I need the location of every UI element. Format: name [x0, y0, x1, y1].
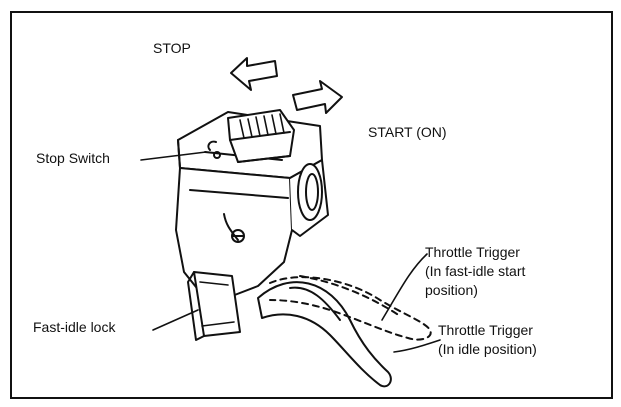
label-fast-idle-lock: Fast-idle lock [33, 319, 116, 335]
label-line: Throttle Trigger [438, 322, 533, 338]
arrow-stop-icon [230, 57, 278, 91]
label-throttle-trigger-idle: Throttle Trigger (In idle position) [438, 321, 537, 359]
label-throttle-trigger-fast-idle: Throttle Trigger (In fast-idle start pos… [425, 243, 525, 300]
arrow-start-icon [292, 80, 343, 114]
throttle-lever-fast-idle [269, 276, 432, 341]
label-line: position) [425, 282, 478, 298]
label-stop-switch: Stop Switch [36, 150, 110, 166]
label-line: (In fast-idle start [425, 263, 526, 279]
label-line: Throttle Trigger [425, 244, 520, 260]
leader-throttle-fast [381, 253, 428, 321]
fast-idle-lock-block [193, 271, 241, 337]
leader-stop-switch [140, 151, 207, 161]
throttle-lever-idle [257, 281, 392, 388]
label-start-on: START (ON) [368, 124, 447, 140]
label-stop: STOP [153, 40, 191, 56]
leader-fast-idle [152, 309, 199, 331]
label-line: (In idle position) [438, 341, 537, 357]
leader-throttle-idle [393, 339, 441, 353]
